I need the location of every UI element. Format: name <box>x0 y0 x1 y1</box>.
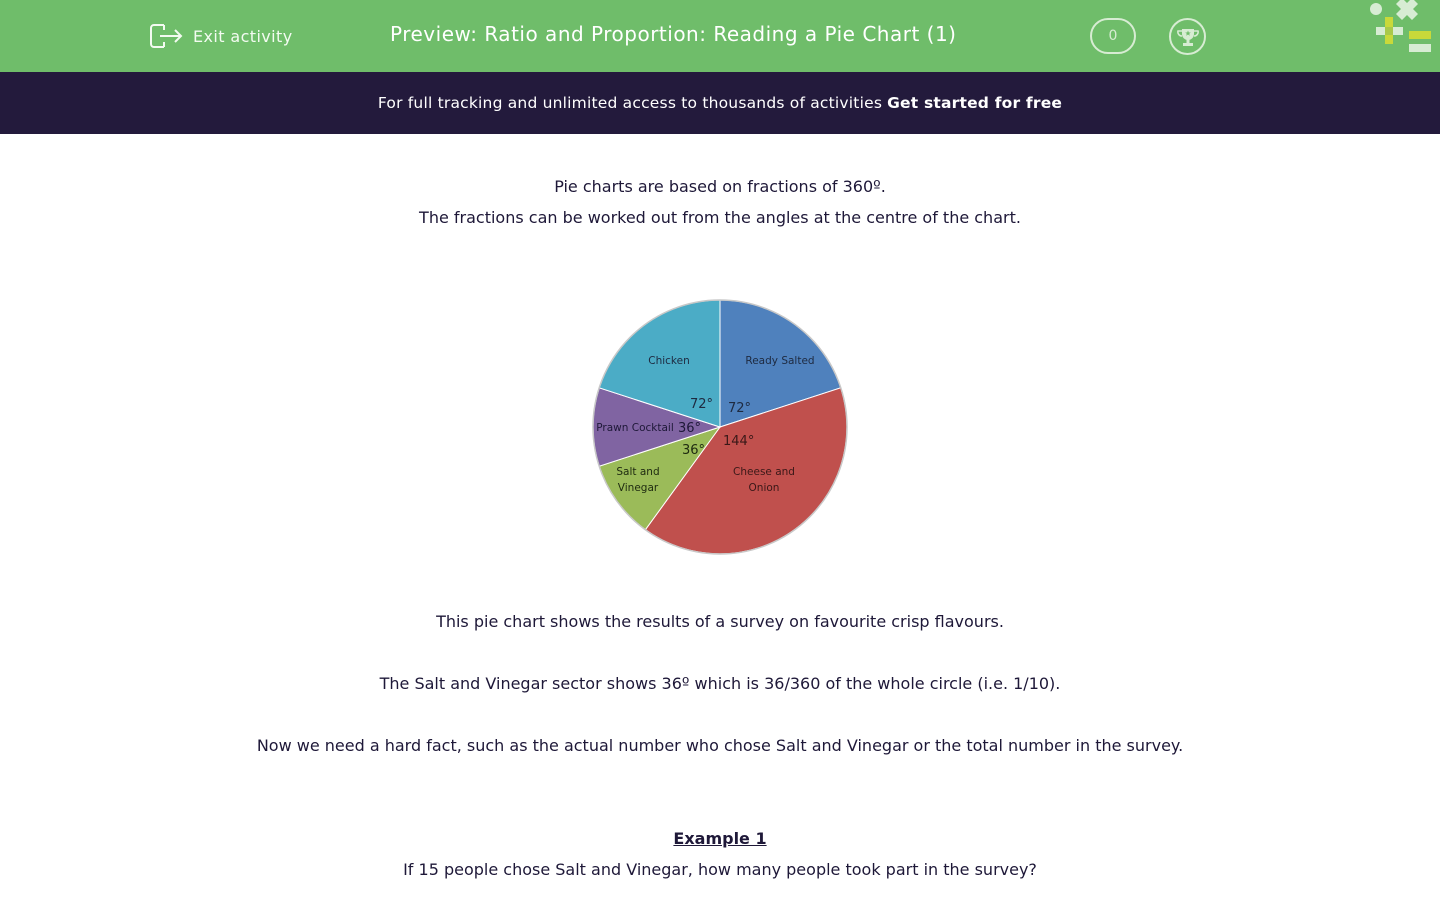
angle-chicken: 72° <box>690 397 713 412</box>
promo-banner: For full tracking and unlimited access t… <box>0 72 1440 134</box>
logo-icon <box>1370 0 1431 52</box>
exit-icon <box>150 24 183 48</box>
angle-prawn-cocktail: 36° <box>678 421 701 436</box>
example-heading: Example 1 <box>673 829 767 848</box>
trophy-button[interactable] <box>1169 18 1206 55</box>
example-question: If 15 people chose Salt and Vinegar, how… <box>403 860 1037 879</box>
hard-fact-text: Now we need a hard fact, such as the act… <box>256 736 1184 755</box>
get-started-link[interactable]: Get started for free <box>887 94 1063 112</box>
salt-vinegar-text: The Salt and Vinegar sector shows 36º wh… <box>379 674 1061 693</box>
label-chicken: Chicken <box>648 355 690 367</box>
score-badge: 0 <box>1090 18 1136 54</box>
angle-cheese-and-onion: 144° <box>723 434 754 449</box>
intro-line-2: The fractions can be worked out from the… <box>419 208 1021 227</box>
banner-text: For full tracking and unlimited access t… <box>377 94 883 112</box>
exit-activity-button[interactable]: Exit activity <box>150 21 293 51</box>
exit-label: Exit activity <box>193 26 293 46</box>
intro-line-1: Pie charts are based on fractions of 360… <box>554 177 886 196</box>
label-ready-salted: Ready Salted <box>745 355 814 367</box>
survey-text: This pie chart shows the results of a su… <box>436 612 1004 631</box>
page-title: Preview: Ratio and Proportion: Reading a… <box>390 22 957 46</box>
label-prawn-cocktail: Prawn Cocktail <box>596 422 673 434</box>
trophy-icon <box>1176 28 1199 46</box>
top-bar: Exit activity Preview: Ratio and Proport… <box>0 0 1440 72</box>
angle-salt-and-vinegar: 36° <box>682 443 705 458</box>
angle-ready-salted: 72° <box>728 401 751 416</box>
